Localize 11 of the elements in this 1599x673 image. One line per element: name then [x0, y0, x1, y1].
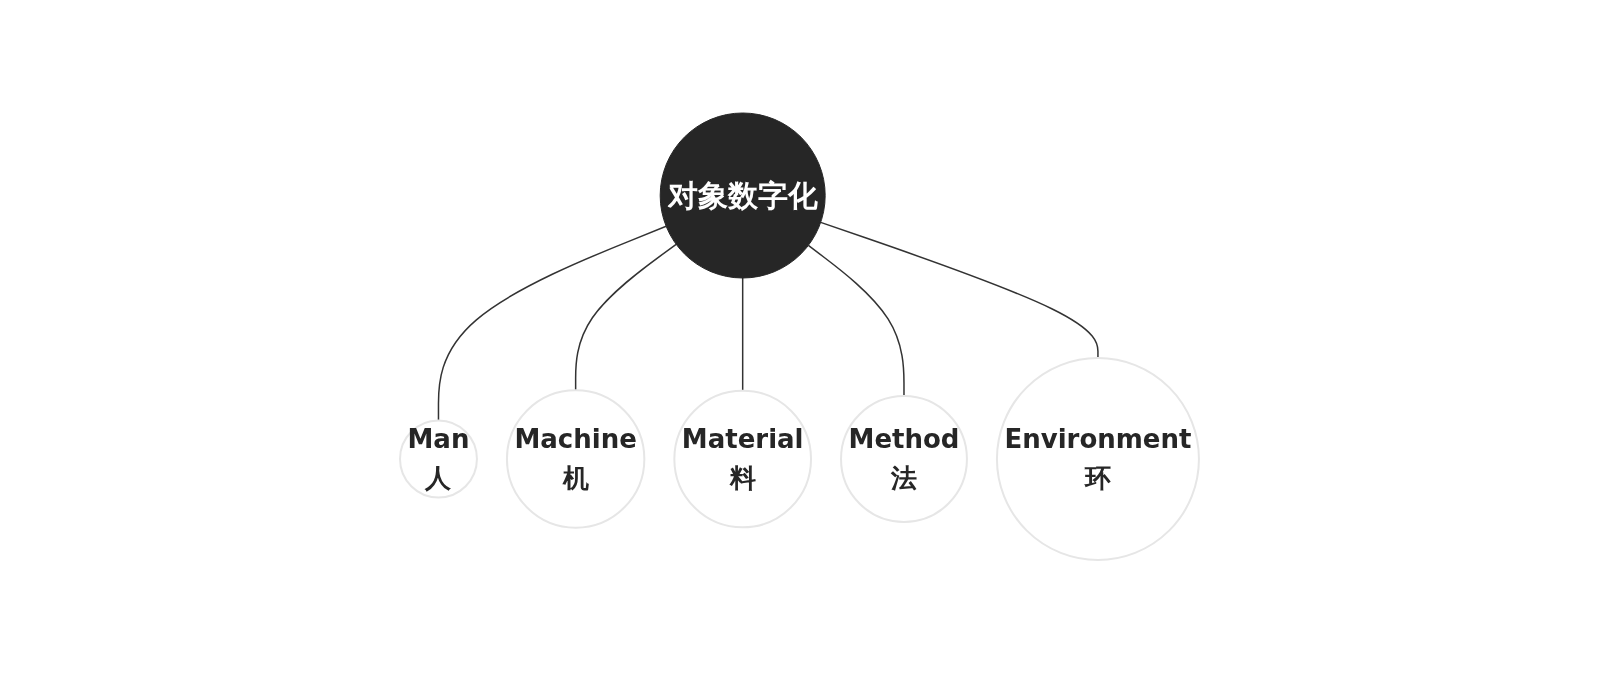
node-circle: Material 料	[673, 389, 813, 529]
connector	[741, 277, 744, 392]
node-circle: Method 法	[840, 395, 968, 523]
connector	[574, 243, 677, 392]
node-circle: 对象数字化	[659, 112, 826, 279]
node-circle: Environment 环	[995, 357, 1200, 561]
connector	[819, 221, 1099, 359]
node-circle: Machine 机	[505, 389, 646, 529]
node-circle: Man 人	[399, 419, 478, 499]
connector	[807, 244, 905, 397]
connector	[437, 225, 667, 422]
